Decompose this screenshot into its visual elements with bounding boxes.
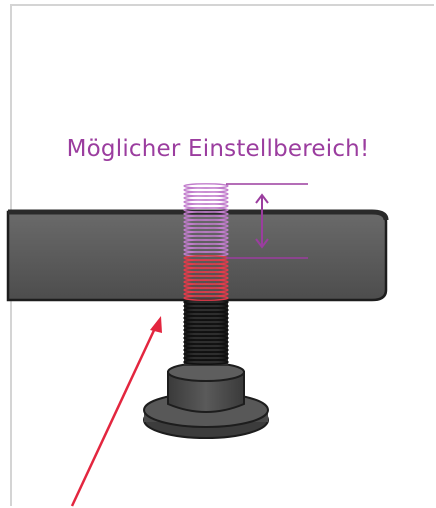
range-double-arrow: [255, 193, 269, 249]
threaded-rod-lower: [183, 298, 229, 366]
rod-thread: [183, 358, 229, 365]
adjustment-range-caption: Möglicher Einstellbereich!: [66, 136, 370, 162]
range-markers: [226, 183, 308, 259]
foot-body: [167, 362, 245, 413]
threaded-rod-adjustment-range: [183, 183, 229, 301]
pointer-arrow: [70, 316, 162, 507]
engaged-thread: [183, 295, 229, 301]
